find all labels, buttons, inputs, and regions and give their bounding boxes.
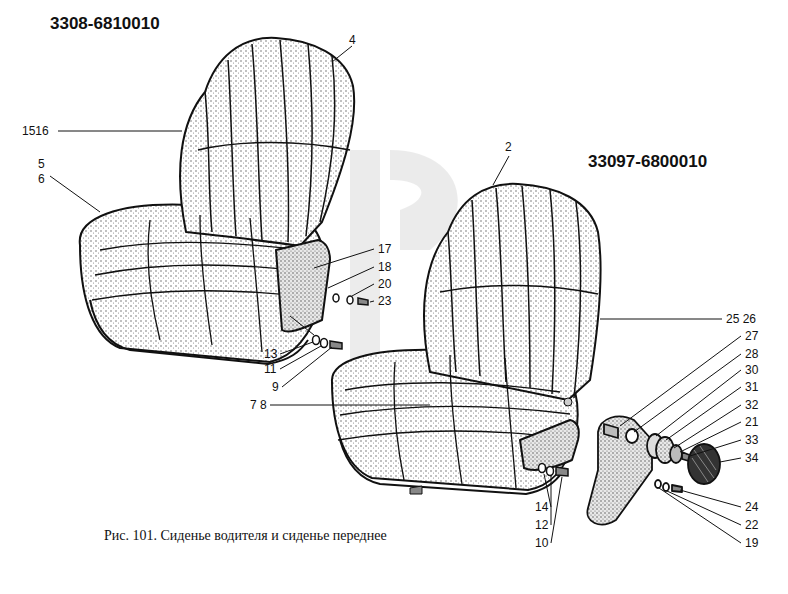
callout-number: 28: [745, 347, 758, 361]
callout-number: 25 26: [726, 312, 756, 326]
callout-number: 4: [349, 33, 356, 47]
callout-number: 20: [378, 277, 391, 291]
callout-number: 30: [745, 363, 758, 377]
callout-number: 9: [272, 380, 279, 394]
callout-number: 33: [745, 433, 758, 447]
callout-number: 22: [745, 518, 758, 532]
part-code: 33097-6800010: [588, 152, 707, 172]
callout-number: 23: [378, 294, 391, 308]
fastener-parts: [539, 464, 569, 477]
callout-number: 5: [38, 157, 45, 171]
callout-number: 18: [378, 260, 391, 274]
callout-number: 19: [745, 536, 758, 550]
callout-number: 12: [535, 518, 548, 532]
callout-number: 17: [378, 242, 391, 256]
callout-number: 2: [505, 140, 512, 154]
callout-number: 21: [745, 415, 758, 429]
callout-number: 14: [535, 500, 548, 514]
callout-number: 27: [745, 329, 758, 343]
figure-caption: Рис. 101. Сиденье водителя и сиденье пер…: [104, 528, 387, 544]
part-code: 3308-6810010: [50, 14, 160, 34]
callout-number: 32: [745, 398, 758, 412]
callout-number: 10: [535, 536, 548, 550]
callout-number: 11: [264, 362, 276, 376]
callout-number: 7 8: [250, 398, 267, 412]
driver-seat: [80, 38, 354, 364]
callout-number: 13: [264, 347, 277, 361]
front-seat: [332, 184, 601, 494]
callout-number: 31: [745, 380, 758, 394]
callout-number: 6: [38, 172, 45, 186]
callout-number: 34: [745, 451, 758, 465]
callout-number: 24: [745, 500, 758, 514]
recliner-mechanism: [587, 416, 720, 524]
leader-lines: [50, 46, 741, 543]
callout-number: 1516: [22, 124, 49, 138]
fastener-parts: [313, 294, 369, 349]
